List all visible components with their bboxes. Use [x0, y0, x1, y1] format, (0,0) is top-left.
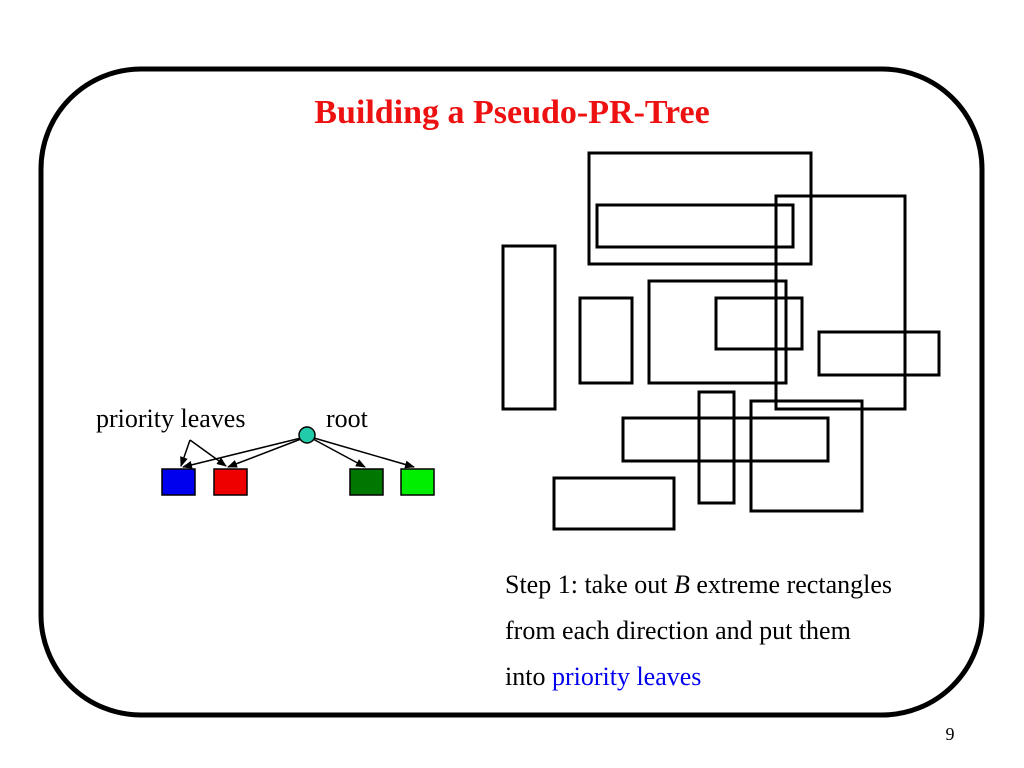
rectangle — [587, 151, 813, 266]
edge-root-to-dark-green-leaf — [312, 438, 366, 468]
caption-line-1-suffix: extreme rectangles — [689, 570, 892, 599]
root-label: root — [326, 404, 368, 433]
edge-root-to-red-leaf — [227, 438, 302, 468]
root-node — [298, 426, 316, 444]
edge-root-to-blue-leaf — [182, 437, 302, 469]
rectangle — [647, 279, 788, 385]
tree-nodes — [161, 426, 435, 496]
step-caption: Step 1: take out B extreme rectangles fr… — [505, 562, 985, 700]
light-green-leaf — [400, 468, 435, 496]
caption-line-1: Step 1: take out B extreme rectangles — [505, 562, 985, 608]
edge-root-to-light-green-leaf — [313, 437, 415, 469]
caption-line-2: from each direction and put them — [505, 616, 851, 645]
rectangle — [595, 203, 795, 249]
priority-leaves-label: priority leaves — [96, 404, 246, 433]
caption-variable-b: B — [673, 570, 690, 599]
pointer-label-to-red-leaf — [189, 439, 227, 467]
caption-line-1-prefix: Step 1: take out — [505, 570, 674, 599]
dark-green-leaf — [349, 468, 384, 496]
page-number: 9 — [945, 724, 955, 744]
tree-edges — [180, 437, 415, 469]
rectangle — [501, 244, 557, 411]
rectangle — [578, 296, 634, 385]
caption-line-3: into priority leaves — [505, 654, 985, 700]
rectangles-diagram — [501, 151, 941, 531]
pointer-label-to-blue-leaf — [180, 439, 191, 467]
rectangle — [621, 416, 830, 463]
rectangle — [552, 476, 676, 531]
slide-border — [38, 66, 985, 718]
caption-line-3-prefix: into — [505, 662, 552, 691]
rectangle — [714, 296, 804, 351]
rectangle — [817, 330, 941, 377]
blue-leaf — [161, 468, 196, 496]
rectangle — [697, 390, 736, 505]
slide-title: Building a Pseudo-PR-Tree — [314, 94, 710, 131]
rectangle — [774, 194, 907, 411]
red-leaf — [213, 468, 248, 496]
caption-priority-leaves-highlight: priority leaves — [551, 662, 702, 691]
rectangle — [749, 399, 864, 513]
